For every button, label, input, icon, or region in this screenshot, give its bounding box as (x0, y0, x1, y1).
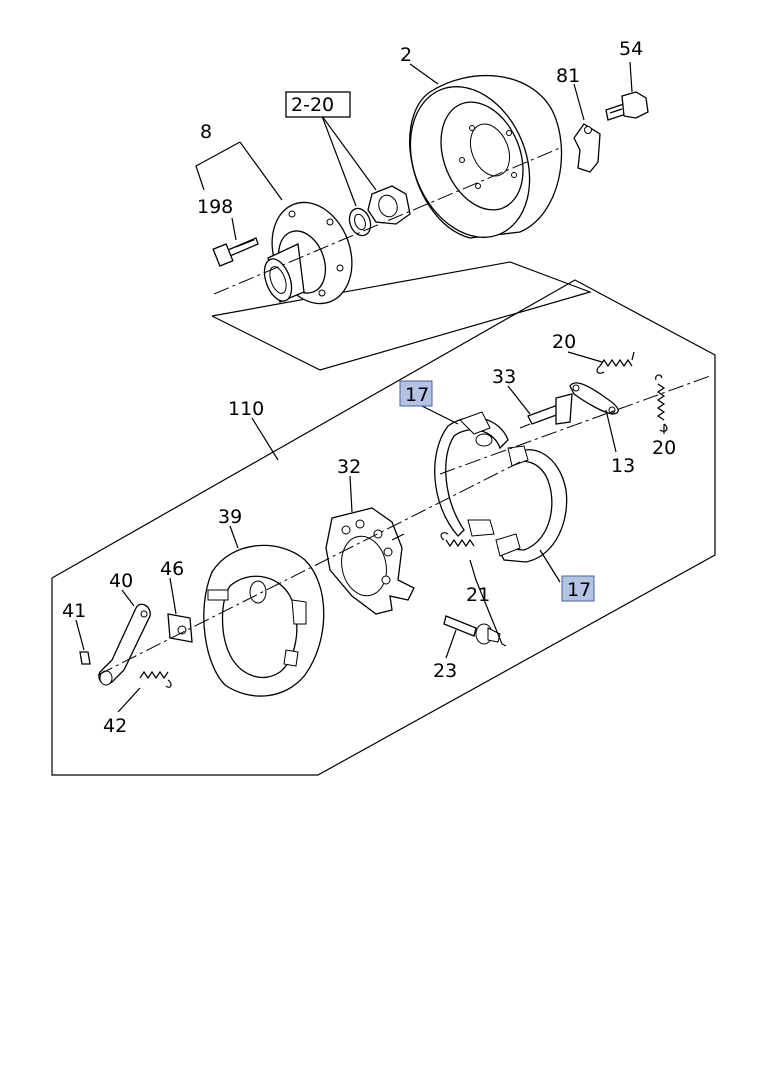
callout-33[interactable]: 33 (492, 366, 516, 388)
backing-plate-part[interactable] (203, 544, 325, 697)
brake-drum-part[interactable] (389, 69, 563, 256)
callout-17-lower[interactable]: 17 (567, 579, 591, 601)
lever-spring-part[interactable] (139, 670, 172, 688)
adjuster-spring-part[interactable] (440, 532, 475, 548)
callout-23[interactable]: 23 (433, 660, 457, 682)
callout-46[interactable]: 46 (160, 558, 184, 580)
hub-nut-part[interactable] (367, 185, 411, 225)
callout-13[interactable]: 13 (611, 455, 635, 477)
hub-group-frame (211, 261, 592, 371)
callout-20-right[interactable]: 20 (652, 437, 676, 459)
washer-part[interactable] (346, 205, 374, 238)
brake-assembly-frame (51, 279, 716, 776)
brake-shoe-upper-part[interactable] (434, 411, 509, 537)
drum-bolt-part[interactable] (605, 91, 649, 121)
callout-40[interactable]: 40 (109, 570, 133, 592)
callout-17-upper[interactable]: 17 (405, 384, 429, 406)
drum-bracket-part[interactable] (573, 123, 601, 173)
callout-39[interactable]: 39 (218, 506, 242, 528)
link-plate-part[interactable] (569, 382, 619, 415)
parking-lever-part[interactable] (98, 603, 151, 686)
callout-2-20[interactable]: 2-20 (291, 94, 334, 116)
hub-flange-part[interactable] (259, 191, 366, 315)
callout-8[interactable]: 8 (200, 121, 212, 143)
anchor-plate-part[interactable] (325, 507, 415, 615)
callout-17-lower-highlight (561, 575, 595, 602)
callout-20-upper[interactable]: 20 (552, 331, 576, 353)
callout-21[interactable]: 21 (466, 584, 490, 606)
strut-part[interactable] (519, 393, 573, 429)
lever-pin-part[interactable] (79, 651, 91, 665)
centerlines (97, 147, 711, 676)
hub-bolt-part[interactable] (212, 237, 259, 267)
callout-42[interactable]: 42 (103, 715, 127, 737)
leader-lines (75, 61, 665, 713)
callout-110[interactable]: 110 (228, 398, 264, 420)
callout-54[interactable]: 54 (619, 38, 643, 60)
brake-shoe-lower-part[interactable] (495, 445, 568, 563)
return-spring-right-part[interactable] (655, 374, 668, 432)
callout-198[interactable]: 198 (197, 196, 233, 218)
callout-labels: 2 54 81 2-20 8 198 110 20 33 17 32 13 20… (62, 38, 676, 737)
callout-2[interactable]: 2 (400, 44, 412, 66)
adjuster-part[interactable] (443, 615, 501, 645)
callout-2-20-box (285, 91, 351, 118)
callout-41[interactable]: 41 (62, 600, 86, 622)
callout-17-upper-highlight (399, 380, 433, 407)
callout-32[interactable]: 32 (337, 456, 361, 478)
return-spring-upper-part[interactable] (596, 351, 635, 374)
callout-81[interactable]: 81 (556, 65, 580, 87)
